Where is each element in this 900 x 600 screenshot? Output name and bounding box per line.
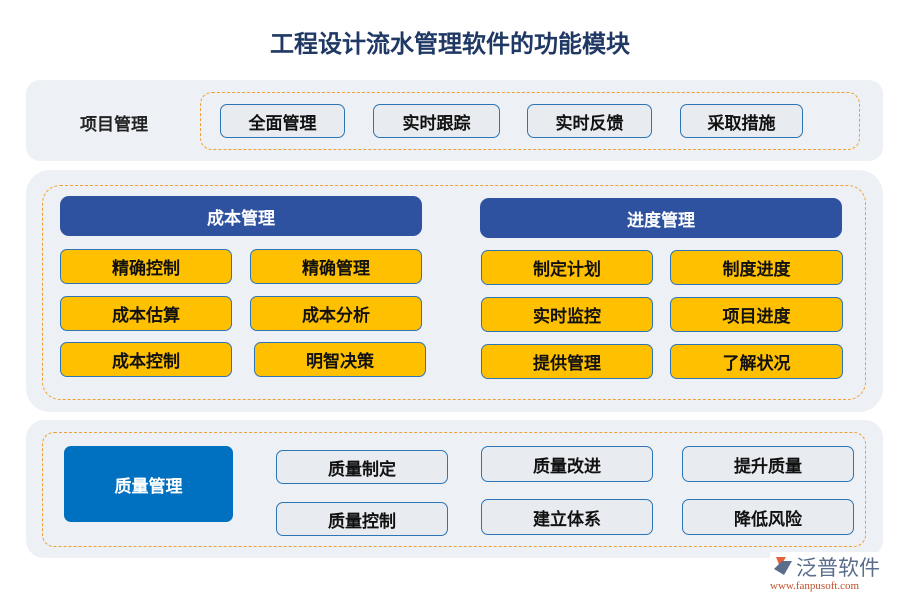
project-item: 实时跟踪 — [373, 104, 500, 138]
quality-dash — [42, 432, 866, 547]
logo-url: www.fanpusoft.com — [770, 580, 860, 592]
cost-item: 成本控制 — [60, 342, 232, 377]
cost-item: 精确管理 — [250, 249, 422, 284]
cost-item: 精确控制 — [60, 249, 232, 284]
logo-name: 泛普软件 — [796, 556, 880, 580]
quality-item: 质量制定 — [276, 450, 448, 484]
logo-icon — [774, 557, 792, 575]
page-title: 工程设计流水管理软件的功能模块 — [270, 30, 630, 58]
schedule-item: 制定计划 — [481, 250, 653, 285]
project-item: 全面管理 — [220, 104, 345, 138]
project-label: 项目管理 — [80, 115, 148, 135]
quality-item: 建立体系 — [481, 499, 653, 535]
quality-item: 质量控制 — [276, 502, 448, 536]
cost-header: 成本管理 — [60, 196, 422, 236]
cost-schedule-dash — [42, 185, 866, 400]
quality-header: 质量管理 — [64, 446, 233, 522]
project-item: 实时反馈 — [527, 104, 652, 138]
quality-item: 质量改进 — [481, 446, 653, 482]
schedule-item: 提供管理 — [481, 344, 653, 379]
cost-item: 明智决策 — [254, 342, 426, 377]
schedule-header: 进度管理 — [480, 198, 842, 238]
schedule-item: 项目进度 — [670, 297, 843, 332]
cost-item: 成本分析 — [250, 296, 422, 331]
logo: 泛普软件 www.fanpusoft.com — [770, 552, 895, 596]
project-dash — [200, 92, 860, 150]
schedule-item: 制度进度 — [670, 250, 843, 285]
quality-item: 提升质量 — [682, 446, 854, 482]
schedule-item: 了解状况 — [670, 344, 843, 379]
cost-item: 成本估算 — [60, 296, 232, 331]
quality-item: 降低风险 — [682, 499, 854, 535]
schedule-item: 实时监控 — [481, 297, 653, 332]
project-item: 采取措施 — [680, 104, 803, 138]
